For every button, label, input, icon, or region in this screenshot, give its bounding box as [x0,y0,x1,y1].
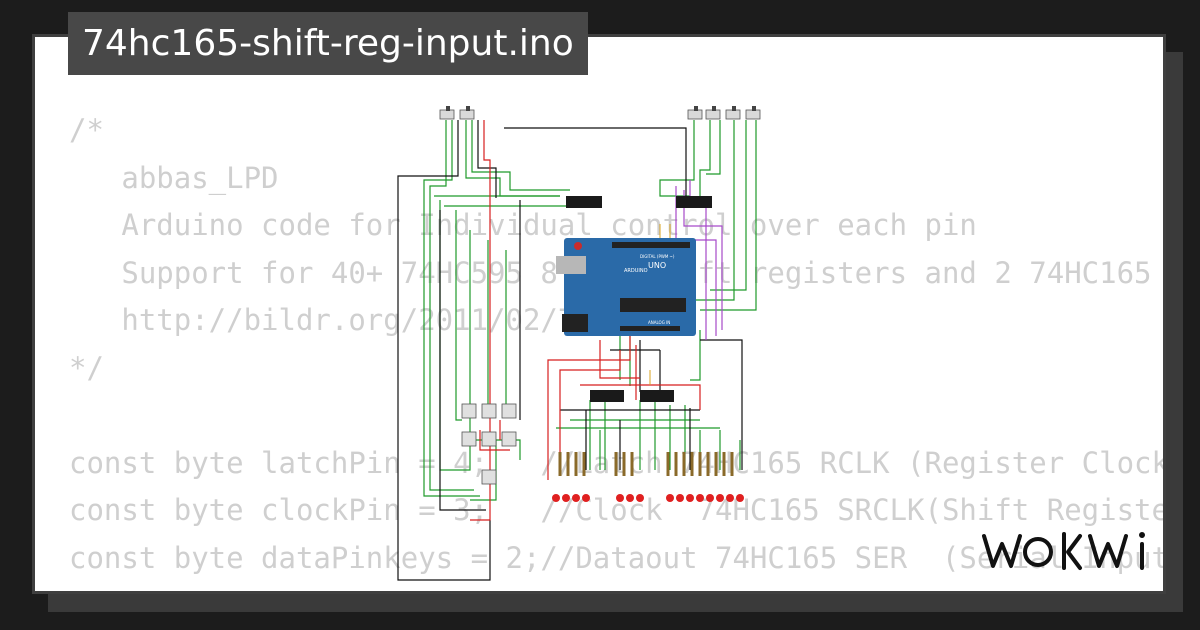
project-title: 74hc165-shift-reg-input.ino [68,12,588,75]
board-brand-label: ARDUINO [624,268,648,274]
board-digital-label: DIGITAL (PWM ~) [640,254,675,259]
code-line: const byte dataPinkeys = 2;//Dataout 74H… [69,540,1166,575]
board-uno-label: UNO [648,261,666,270]
lower-switches [461,403,517,485]
black-wires [397,120,743,581]
code-line: */ [69,350,104,385]
shift-register-chips [566,196,712,402]
code-line: const byte latchPin = 4; //Latch 74HC165… [69,445,1163,480]
wokwi-logo [982,532,1145,570]
led-bank [552,494,744,502]
arduino-uno-board: UNO ARDUINO DIGITAL (PWM ~) ANALOG IN [556,238,696,336]
code-line: Support for 40+ 74HC595 8 bit shift regi… [121,255,1152,290]
green-wires [423,120,757,501]
code-line: /* [69,113,104,147]
board-analog-label: ANALOG IN [648,320,670,325]
signal-wires [649,224,671,385]
code-line: Arduino code for Individual control over… [69,208,977,242]
code-line: const byte latch595Pin = 6;//Latch 74HC5… [69,582,1163,591]
resistor-bank [558,452,734,476]
top-switches [439,106,761,120]
code-line: abbas_LPD [69,160,279,195]
red-wires [470,120,701,521]
